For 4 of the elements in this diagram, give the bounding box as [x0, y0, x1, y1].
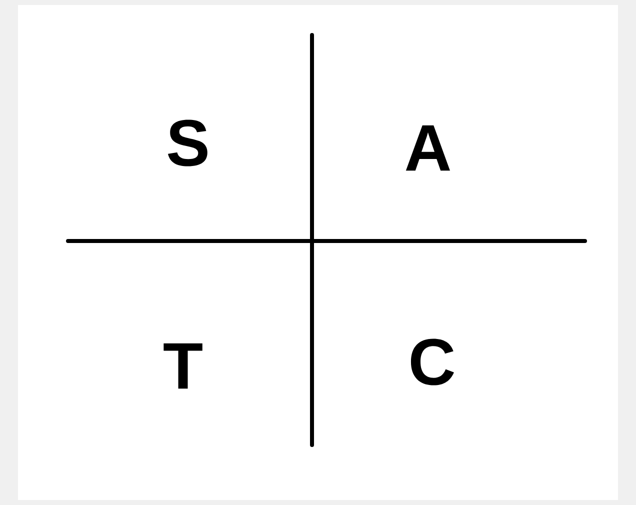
quadrant-letter: S [168, 120, 208, 166]
quadrant-letter: A [406, 125, 450, 171]
quadrant-letter: C [410, 338, 454, 386]
quadrant-letter: T [164, 343, 202, 389]
